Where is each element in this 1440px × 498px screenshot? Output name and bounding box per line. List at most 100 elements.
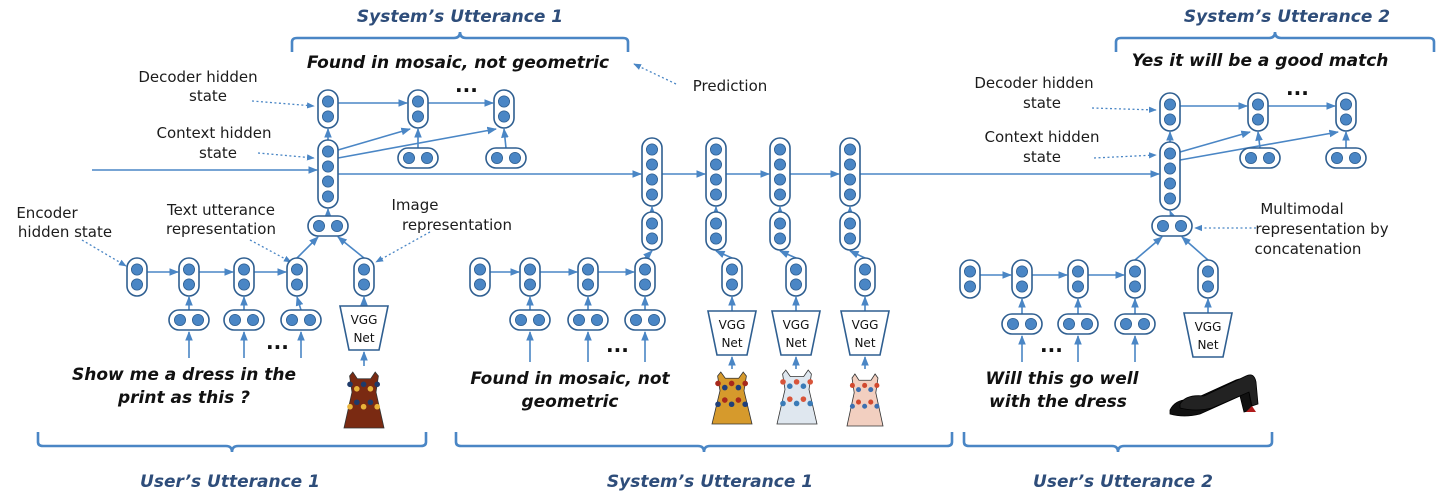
print-dot xyxy=(862,403,868,409)
print-dot xyxy=(735,384,742,391)
text-emb-u1-2 xyxy=(223,309,265,331)
context-label-right-2: state xyxy=(1023,148,1061,166)
node-unit xyxy=(646,143,659,156)
node-unit xyxy=(490,151,503,164)
node-unit xyxy=(646,232,659,245)
vgg-net-block: VGG Net xyxy=(339,305,389,351)
text-emb-s1-1 xyxy=(509,309,551,331)
print-dot xyxy=(868,399,874,405)
encoder-node-u1-4 xyxy=(286,257,308,297)
node-unit xyxy=(859,278,872,291)
shoe-image-user-2 xyxy=(1169,374,1259,417)
node-unit xyxy=(357,263,370,276)
dress-image-sys-2 xyxy=(776,369,818,425)
context-label-left-1: Context hidden xyxy=(157,124,272,142)
node-unit xyxy=(1129,280,1142,293)
node-unit xyxy=(321,95,334,108)
node-capsule xyxy=(641,137,663,207)
decoder-node-right-2 xyxy=(1247,92,1269,132)
print-dot xyxy=(374,381,381,388)
multimodal-label-1: Multimodal xyxy=(1260,200,1343,218)
node-unit xyxy=(130,263,143,276)
text-emb-s1-3 xyxy=(624,309,666,331)
node-unit xyxy=(1202,280,1215,293)
node-unit xyxy=(710,217,723,230)
decoder-input-right-1 xyxy=(1239,147,1281,169)
node-unit xyxy=(646,158,659,171)
decoder-label-left-2: state xyxy=(189,87,227,105)
system-utterance-1-line1: Found in mosaic, not xyxy=(470,369,670,389)
node-unit xyxy=(774,232,787,245)
context-node-mid-2 xyxy=(705,137,727,207)
prediction-left: Found in mosaic, not geometric xyxy=(307,53,609,73)
node-unit xyxy=(497,95,510,108)
text-emb-s1-2 xyxy=(567,309,609,331)
encoder-node-s1-3 xyxy=(577,257,599,297)
vgg-label-line2: Net xyxy=(854,336,875,350)
print-dot xyxy=(800,396,807,402)
print-dot xyxy=(793,400,800,407)
node-unit xyxy=(473,263,486,276)
node-unit xyxy=(774,143,787,156)
dress-shape xyxy=(343,371,385,429)
text-rep-label-2: representation xyxy=(166,220,276,238)
context-node-mid-1 xyxy=(641,137,663,207)
print-dot xyxy=(874,403,880,409)
pointer-context-left xyxy=(257,152,315,161)
node-unit xyxy=(844,173,857,186)
multimodal-node-mid-1 xyxy=(641,211,663,251)
vgg-label-line2: Net xyxy=(353,331,374,345)
ellipsis-text-user1: ... xyxy=(266,330,289,354)
print-dot xyxy=(800,383,807,390)
decoder-label-left-1: Decoder hidden xyxy=(138,68,257,86)
print-dot xyxy=(849,382,855,388)
node-unit xyxy=(844,217,857,230)
header-top-system-1: System’s Utterance 1 xyxy=(357,7,563,27)
node-unit xyxy=(290,278,303,291)
node-unit xyxy=(710,232,723,245)
node-unit xyxy=(1164,98,1177,111)
encoder-node-u2-4 xyxy=(1124,259,1146,299)
user-utterance-1-line1: Show me a dress in the xyxy=(72,365,296,385)
ellipsis-decoder-right: ... xyxy=(1286,76,1309,100)
vgg-label-line1: VGG xyxy=(351,313,378,327)
node-unit xyxy=(1331,151,1344,164)
print-dot xyxy=(780,400,786,407)
image-rep-node-s1-3 xyxy=(854,257,876,297)
print-dot xyxy=(807,400,813,407)
node-unit xyxy=(859,263,872,276)
node-unit xyxy=(1138,317,1151,330)
dress-shape xyxy=(711,371,753,425)
multimodal-label-3: concatenation xyxy=(1255,240,1362,258)
multimodal-label-2: representation by xyxy=(1255,220,1388,238)
node-unit xyxy=(524,278,537,291)
node-unit xyxy=(710,173,723,186)
node-unit xyxy=(173,313,186,326)
text-emb-u2-1 xyxy=(1001,313,1043,335)
vgg-label-line1: VGG xyxy=(783,318,810,332)
shoe-shape xyxy=(1179,374,1259,411)
node-unit xyxy=(191,313,204,326)
node-unit xyxy=(312,219,325,232)
print-dot xyxy=(347,403,353,410)
node-unit xyxy=(646,173,659,186)
node-unit xyxy=(639,263,652,276)
brace-top-system-2 xyxy=(1114,31,1436,52)
dress-shape xyxy=(776,369,818,425)
node-unit xyxy=(790,278,803,291)
node-unit xyxy=(844,188,857,201)
node-unit xyxy=(1129,265,1142,278)
image-rep-label-2: representation xyxy=(402,216,512,234)
print-dot xyxy=(856,387,862,393)
node-unit xyxy=(1157,219,1170,232)
node-unit xyxy=(1072,265,1085,278)
multimodal-node-mid-2 xyxy=(705,211,727,251)
node-unit xyxy=(533,313,546,326)
dress-image-user-1 xyxy=(343,371,385,429)
image-rep-to-multimodal-arrow xyxy=(779,250,797,259)
pointer-prediction xyxy=(633,63,677,85)
node-unit xyxy=(508,151,521,164)
node-unit xyxy=(130,278,143,291)
embedding-to-decoder-arrow xyxy=(501,128,509,149)
